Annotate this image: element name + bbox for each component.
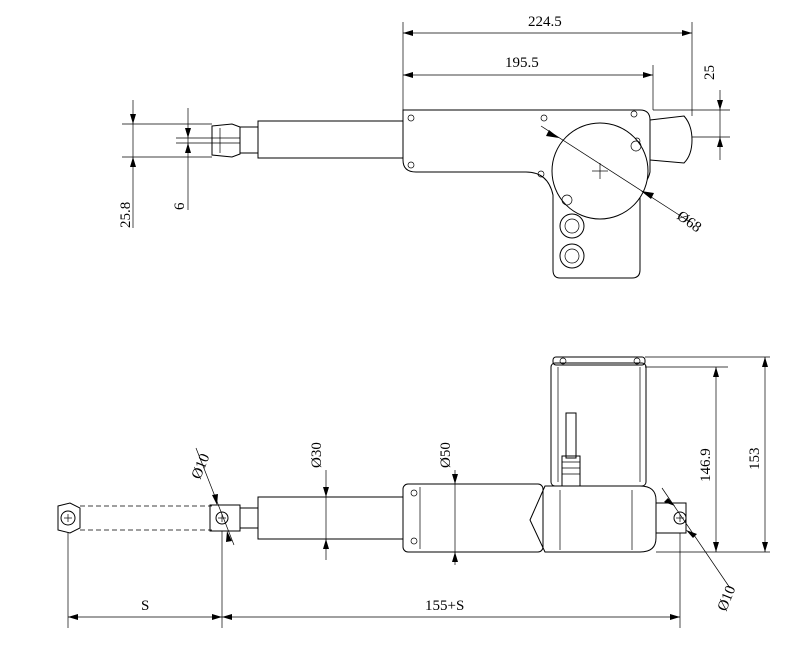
dim-retracted-length: 155+S <box>425 598 464 614</box>
top-motor <box>551 122 649 220</box>
dim-motor-height-inner: 146.9 <box>698 448 714 482</box>
dim-motor-offset: 25 <box>702 65 718 80</box>
side-gearbox <box>529 485 657 553</box>
dim-stroke: S <box>141 598 149 614</box>
dim-rod-diameter: Ø30 <box>309 442 325 468</box>
dim-clevis-slot: 6 <box>172 202 188 210</box>
top-cable-gland-lower <box>559 243 585 269</box>
dim-rod-end-hole: Ø10 <box>189 452 214 482</box>
top-motor-end-cap <box>649 115 693 164</box>
side-view: Ø10 Ø30 Ø50 146.9 153 Ø10 S <box>57 356 770 628</box>
top-gearbox-body <box>402 109 651 279</box>
dim-motor-diameter: Ø68 <box>674 208 704 236</box>
top-inner-rod <box>239 126 259 154</box>
top-view: 224.5 195.5 25 25.8 6 Ø68 <box>118 14 730 279</box>
top-cable-gland-upper <box>559 213 585 239</box>
dim-motor-height-outer: 153 <box>747 448 763 471</box>
side-rod <box>257 496 404 540</box>
dim-overall-length: 224.5 <box>528 14 562 30</box>
dim-tube-diameter: Ø50 <box>438 442 454 468</box>
side-extended-rod-phantom <box>57 502 212 534</box>
side-rod-end <box>209 504 241 532</box>
dim-rod-end-width: 25.8 <box>118 202 134 228</box>
side-rear-clevis <box>655 502 687 534</box>
top-outer-tube <box>257 120 404 159</box>
top-rod-clevis <box>211 123 241 158</box>
side-rod-collar <box>239 507 259 529</box>
dim-body-length: 195.5 <box>505 55 539 71</box>
side-outer-tube <box>402 483 544 553</box>
dim-rear-hole: Ø10 <box>715 584 740 614</box>
side-motor <box>550 356 647 487</box>
